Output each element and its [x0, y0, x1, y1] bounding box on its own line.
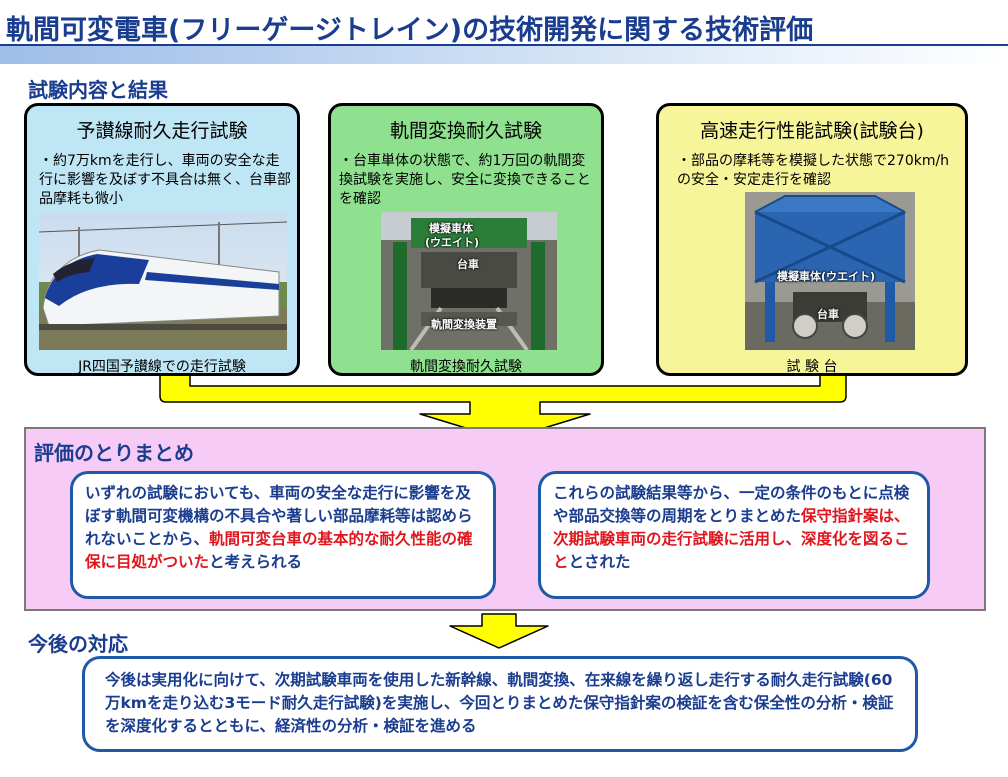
gauge-change-photo: 模擬車体 (ウエイト) 台車 軌間変換装置	[381, 212, 557, 350]
test-card-high-speed: 高速走行性能試験(試験台) ・部品の摩耗等を模擬した状態で270km/hの安全・…	[656, 103, 968, 376]
test-card-text: ・台車単体の状態で、約1万回の軌間変換試験を実施し、安全に変換できることを確認	[339, 153, 591, 207]
evaluation-text-tail: と考えられる	[209, 553, 303, 571]
future-plan-card: 今後は実用化に向けて、次期試験車両を使用した新幹線、軌間変換、在来線を繰り返し走…	[82, 656, 918, 752]
test-card-gauge-change: 軌間変換耐久試験 ・台車単体の状態で、約1万回の軌間変換試験を実施し、安全に変換…	[328, 103, 604, 376]
merge-arrow	[159, 371, 847, 440]
train-photo	[39, 212, 287, 350]
future-heading: 今後の対応	[28, 632, 128, 656]
page-title: 軌間可変電車(フリーゲージトレイン)の技術開発に関する技術評価	[6, 15, 814, 46]
test-rig-photo: 模擬車体(ウエイト) 台車	[745, 192, 915, 350]
photo-label: 模擬車体	[429, 222, 473, 235]
photo-label: 模擬車体(ウエイト)	[777, 270, 876, 283]
test-card-caption: JR四国予讃線での走行試験	[78, 359, 246, 375]
maintenance-guideline-card: これらの試験結果等から、一定の条件のもとに点検や部品交換等の周期をとりまとめた保…	[538, 471, 930, 599]
test-card-text: ・部品の摩耗等を模擬した状態で270km/hの安全・安定走行を確認	[677, 153, 950, 188]
test-card-text: ・約7万kmを走行し、車両の安全な走行に影響を及ぼす不具合は無く、台車部品摩耗も…	[39, 153, 291, 207]
photo-label: (ウエイト)	[425, 236, 480, 249]
evaluation-heading: 評価のとりまとめ	[34, 441, 194, 465]
evaluation-text: いずれの試験においても、車両の安全な走行に影響を及ぼす軌間可変機構の不具合や著し…	[85, 484, 473, 548]
test-card-yosan: 予讃線耐久走行試験 ・約7万kmを走行し、車両の安全な走行に影響を及ぼす不具合は…	[24, 103, 300, 376]
down-arrow	[449, 613, 549, 649]
evaluation-text-tail: とされた	[568, 553, 631, 571]
evaluation-text: これらの試験結果等から、一定の条件のもとに点検や部品交換等の周期をとりまとめた	[553, 484, 910, 525]
results-heading: 試験内容と結果	[28, 78, 168, 102]
test-card-title: 予讃線耐久走行試験	[76, 120, 248, 142]
photo-label: 軌間変換装置	[431, 318, 497, 331]
test-card-caption: 試 験 台	[786, 359, 838, 375]
test-card-title: 高速走行性能試験(試験台)	[700, 120, 924, 142]
evaluation-conclusion-card: いずれの試験においても、車両の安全な走行に影響を及ぼす軌間可変機構の不具合や著し…	[70, 471, 496, 599]
evaluation-highlight: 保守指針案は、次期試験車両の走行試験に活用し、深度化を図ること	[553, 507, 910, 571]
evaluation-highlight: 軌間可変台車の基本的な耐久性能の確保に目処がついた	[85, 530, 473, 571]
photo-label: 台車	[817, 308, 839, 321]
title-underline	[0, 44, 1008, 64]
test-card-title: 軌間変換耐久試験	[389, 120, 542, 142]
photo-label: 台車	[457, 258, 479, 271]
evaluation-summary-panel: 評価のとりまとめ いずれの試験においても、車両の安全な走行に影響を及ぼす軌間可変…	[24, 427, 986, 611]
future-plan-text: 今後は実用化に向けて、次期試験車両を使用した新幹線、軌間変換、在来線を繰り返し走…	[105, 671, 894, 735]
test-card-caption: 軌間変換耐久試験	[410, 359, 522, 375]
